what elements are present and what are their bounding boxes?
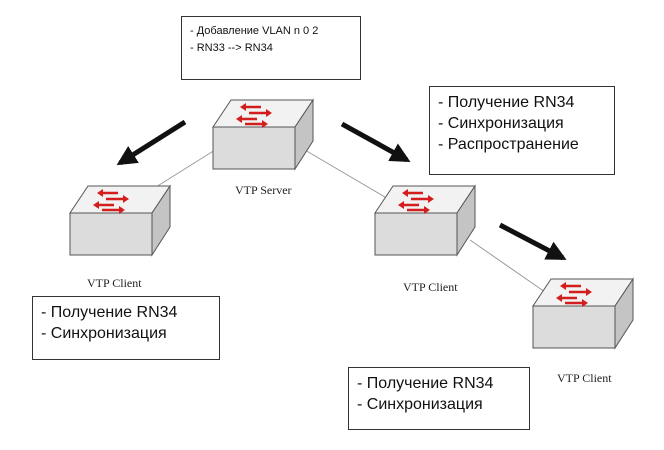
note-mid-line-2: - Синхронизация bbox=[438, 115, 564, 132]
link-mid-client-right bbox=[469, 239, 546, 293]
link-server-client-mid bbox=[304, 149, 391, 201]
switch-icon bbox=[532, 277, 634, 350]
propagation-arrow-right bbox=[498, 222, 567, 261]
note-server-line-1: - Добавление VLAN n 0 2 bbox=[190, 25, 319, 37]
client-left-label: VTP Client bbox=[87, 276, 142, 290]
note-left: - Получение RN34 - Синхронизация bbox=[32, 296, 220, 360]
switch-icon bbox=[212, 98, 314, 171]
note-mid: - Получение RN34 - Синхронизация - Распр… bbox=[429, 86, 615, 175]
note-left-line-2: - Синхронизация bbox=[41, 325, 167, 342]
server-label: VTP Server bbox=[235, 183, 292, 197]
note-right-line-1: - Получение RN34 bbox=[357, 375, 494, 392]
note-right: - Получение RN34 - Синхронизация bbox=[348, 367, 530, 430]
note-mid-line-3: - Распространение bbox=[438, 136, 579, 153]
note-mid-line-1: - Получение RN34 bbox=[438, 94, 575, 111]
note-server: - Добавление VLAN n 0 2 - RN33 --> RN34 bbox=[181, 16, 361, 80]
note-left-line-1: - Получение RN34 bbox=[41, 304, 178, 321]
client-right-label: VTP Client bbox=[557, 371, 612, 385]
note-right-line-2: - Синхронизация bbox=[357, 396, 483, 413]
propagation-arrow-mid bbox=[340, 121, 411, 163]
note-server-line-2: - RN33 --> RN34 bbox=[190, 42, 273, 54]
switch-icon bbox=[374, 184, 476, 257]
propagation-arrow-left bbox=[116, 119, 187, 166]
client-mid-label: VTP Client bbox=[403, 280, 458, 294]
switch-icon bbox=[69, 184, 171, 257]
